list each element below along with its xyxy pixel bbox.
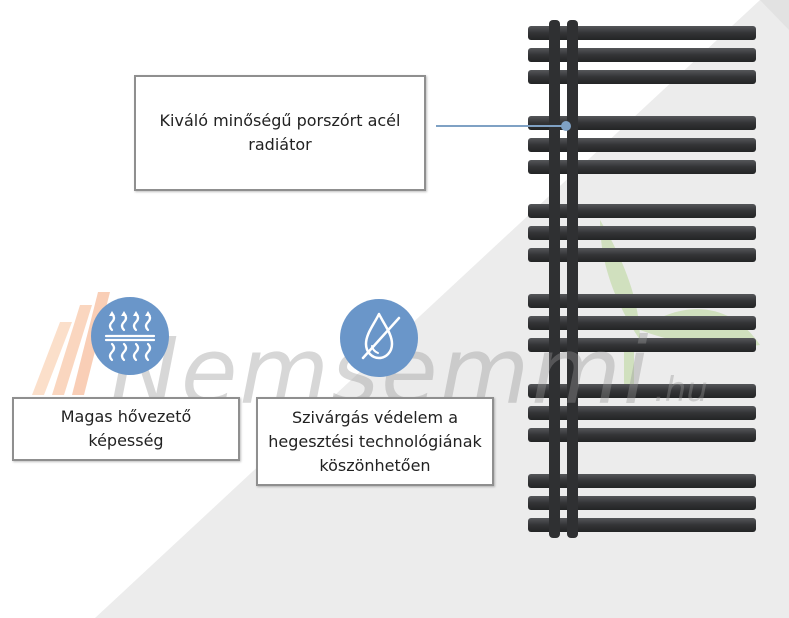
radiator-bar xyxy=(528,338,756,352)
radiator-bar xyxy=(528,160,756,174)
radiator-bar xyxy=(528,496,756,510)
watermark-tld: .hu xyxy=(654,370,708,410)
radiator-bar xyxy=(528,384,756,398)
radiator-bar xyxy=(528,48,756,62)
radiator-bar xyxy=(528,248,756,262)
radiator-bar xyxy=(528,116,756,130)
callout-box-steel-radiator: Kiváló minőségű porszórt acél radiátor xyxy=(134,75,426,191)
radiator-bar xyxy=(528,406,756,420)
radiator-bar xyxy=(528,316,756,330)
radiator-bar xyxy=(528,204,756,218)
radiator-bar xyxy=(528,26,756,40)
no-leak-drop-icon xyxy=(340,299,418,377)
heat-waves-icon xyxy=(91,297,169,375)
radiator-bar xyxy=(528,474,756,488)
callout-text-steel-radiator: Kiváló minőségű porszórt acél radiátor xyxy=(159,111,401,154)
callout-text-leak-protection: Szivárgás védelem a hegesztési technológ… xyxy=(268,407,482,475)
callout-box-leak-protection: Szivárgás védelem a hegesztési technológ… xyxy=(256,397,494,486)
radiator-bar xyxy=(528,428,756,442)
radiator-bar xyxy=(528,138,756,152)
radiator-bar xyxy=(528,518,756,532)
callout-text-heat-conductivity: Magas hővezető képesség xyxy=(60,407,192,450)
radiator-bar xyxy=(528,70,756,84)
callout-box-heat-conductivity: Magas hővezető képesség xyxy=(12,397,240,461)
radiator-bar xyxy=(528,226,756,240)
radiator-bar xyxy=(528,294,756,308)
